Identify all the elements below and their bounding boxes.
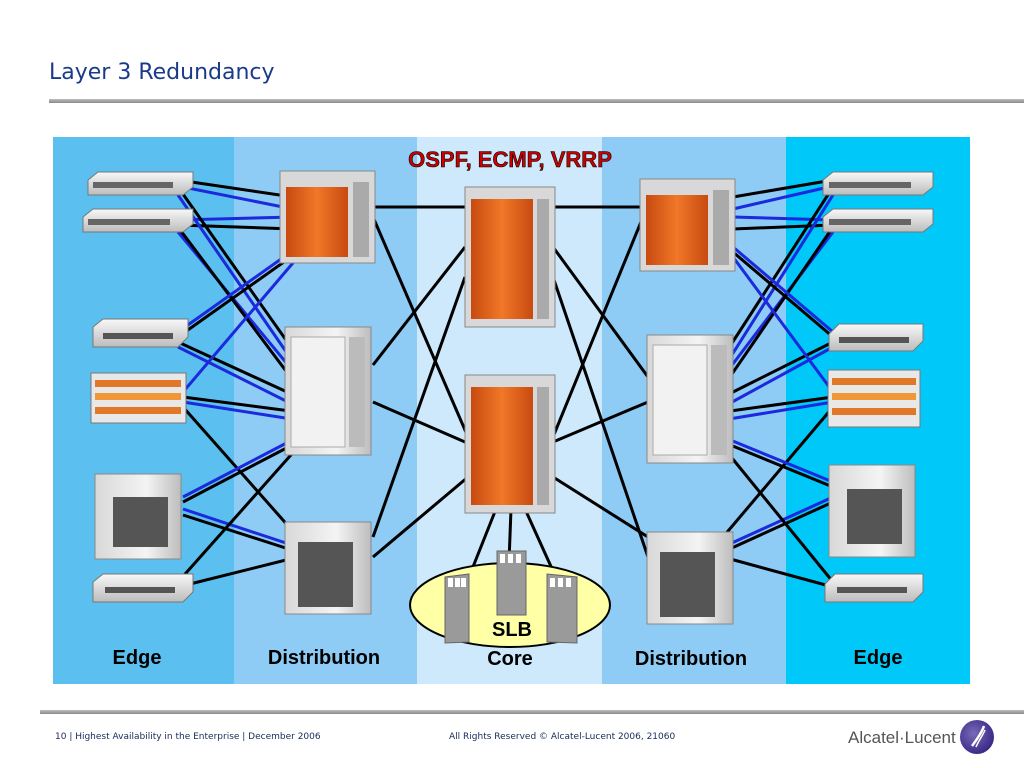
slb-label: SLB [492,619,532,641]
distribution-switch-left-bottom [284,521,372,615]
core-switch-bottom [464,374,556,514]
edge-chassis-left [94,473,182,560]
brand-logo: Alcatel·Lucent [848,720,998,756]
brand-mark-icon [960,720,994,754]
edge-switch-right-6 [824,573,924,603]
brand-name: Alcatel·Lucent [848,728,956,747]
distribution-switch-left-top [279,170,376,264]
edge-switch-left-3 [92,318,189,348]
title-divider [49,99,1024,103]
footer-divider [40,710,1024,714]
network-links [176,178,835,589]
edge-chassis-right [828,464,916,558]
edge-switch-right-1 [822,171,934,196]
edge-switch-left-6 [92,573,194,603]
footer-page-info: 10 | Highest Availability in the Enterpr… [55,732,321,742]
edge-switch-right-3 [828,323,924,352]
footer-copyright: All Rights Reserved © Alcatel-Lucent 200… [449,732,676,742]
slb-server-center [496,550,527,616]
column-label-core: Core [487,648,533,670]
column-label-edge-left: Edge [113,647,162,669]
edge-switch-right-2 [822,208,934,233]
column-label-distribution-right: Distribution [635,648,747,670]
distribution-switch-right-mid [646,334,734,464]
edge-switch-stack-left [90,372,187,424]
network-diagram: OSPF, ECMP, VRRP Edge Distribution SLB C… [53,137,970,684]
column-label-edge-right: Edge [854,647,903,669]
slb-server-left [444,573,470,644]
core-switch-top [464,186,556,328]
column-label-distribution-left: Distribution [268,647,380,669]
slb-server-right [546,573,578,644]
edge-switch-left-1 [87,171,194,196]
edge-switch-left-2 [82,208,194,233]
protocols-label: OSPF, ECMP, VRRP [408,147,612,172]
distribution-switch-right-bottom [646,531,734,625]
edge-switch-stack-right [827,369,921,428]
distribution-switch-right-top [639,178,736,272]
slide-title: Layer 3 Redundancy [49,60,275,85]
distribution-switch-left-mid [284,326,372,456]
